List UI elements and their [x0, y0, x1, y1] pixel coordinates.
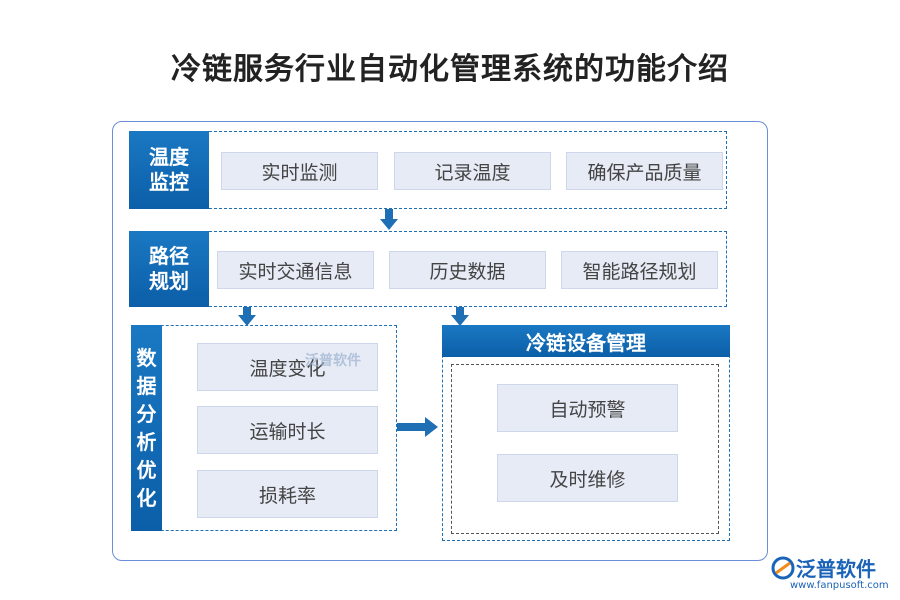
analysis-item-1: 温度变化 [197, 343, 378, 391]
watermark: 泛普软件 [305, 353, 361, 369]
analysis-head-char: 据 [136, 374, 157, 398]
analysis-head-char: 数 [136, 346, 157, 370]
analysis-head-char: 优 [136, 458, 157, 482]
equipment-item-1: 自动预警 [497, 384, 678, 432]
logo-text: 泛普软件 [796, 557, 876, 581]
equipment-head: 冷链设备管理 [442, 325, 730, 357]
temperature-item-3: 确保产品质量 [566, 152, 723, 190]
arrow-down-icon [238, 307, 256, 326]
logo-icon [771, 556, 795, 579]
temperature-item-1: 实时监测 [221, 152, 378, 190]
temperature-head-line1: 温度 [149, 145, 189, 169]
route-item-2: 历史数据 [389, 251, 546, 289]
analysis-head-char: 化 [136, 486, 157, 510]
route-head-line1: 路径 [149, 244, 189, 268]
logo-url: www.fanpusoft.com [790, 580, 889, 591]
arrow-right-icon [397, 417, 438, 437]
analysis-head: 数 据 分 析 优 化 [131, 325, 162, 531]
arrow-down-icon [451, 307, 469, 326]
brand-logo: 泛普软件 [770, 553, 876, 582]
analysis-head-char: 分 [136, 402, 157, 426]
diagram-frame [112, 121, 768, 561]
temperature-head-line2: 监控 [149, 170, 189, 194]
analysis-head-char: 析 [136, 430, 157, 454]
equipment-inner-frame [451, 364, 719, 534]
arrow-down-icon [380, 209, 398, 230]
route-item-1: 实时交通信息 [217, 251, 374, 289]
route-head-line2: 规划 [149, 269, 189, 293]
equipment-item-2: 及时维修 [497, 454, 678, 502]
route-item-3: 智能路径规划 [561, 251, 718, 289]
temperature-head: 温度 监控 [129, 131, 209, 209]
temperature-item-2: 记录温度 [394, 152, 551, 190]
analysis-item-3: 损耗率 [197, 470, 378, 518]
route-head: 路径 规划 [129, 231, 209, 307]
page-title: 冷链服务行业自动化管理系统的功能介绍 [171, 52, 729, 87]
analysis-item-2: 运输时长 [197, 406, 378, 454]
